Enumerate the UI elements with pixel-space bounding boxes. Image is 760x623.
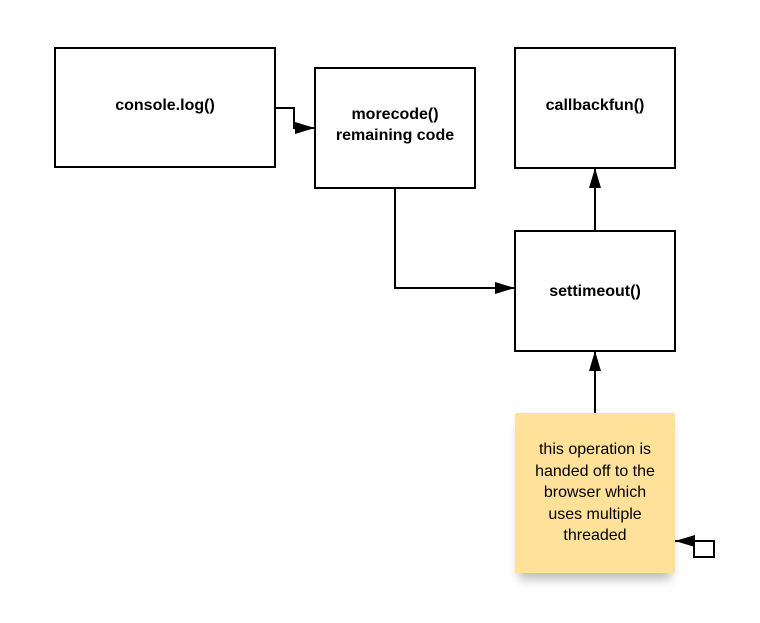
node-morecode-line1: morecode() <box>351 106 439 123</box>
node-morecode-line2: remaining code <box>335 127 455 144</box>
node-settimeout: settimeout() <box>514 230 676 352</box>
edge-console-to-morecode <box>276 107 315 134</box>
node-callbackfun-label: callbackfun() <box>545 97 645 114</box>
node-console-log: console.log() <box>54 47 276 168</box>
node-console-log-label: console.log() <box>115 97 215 114</box>
edge-morecode-to-settimeout <box>394 189 515 294</box>
sticky-note: this operation is handed off to the brow… <box>515 413 675 573</box>
sticky-note-line-5: threaded <box>563 527 627 544</box>
sticky-note-line-4: uses multiple <box>548 505 642 523</box>
node-settimeout-label: settimeout() <box>549 282 641 300</box>
node-callbackfun: callbackfun() <box>514 47 676 169</box>
sticky-note-line-1: this operation is <box>538 441 652 458</box>
node-morecode: morecode() remaining code <box>314 67 476 189</box>
note-self-loop-arrowhead <box>675 535 695 547</box>
sticky-note-line-2: handed off to the <box>535 462 655 480</box>
sticky-note-line-3: browser which <box>543 484 647 501</box>
